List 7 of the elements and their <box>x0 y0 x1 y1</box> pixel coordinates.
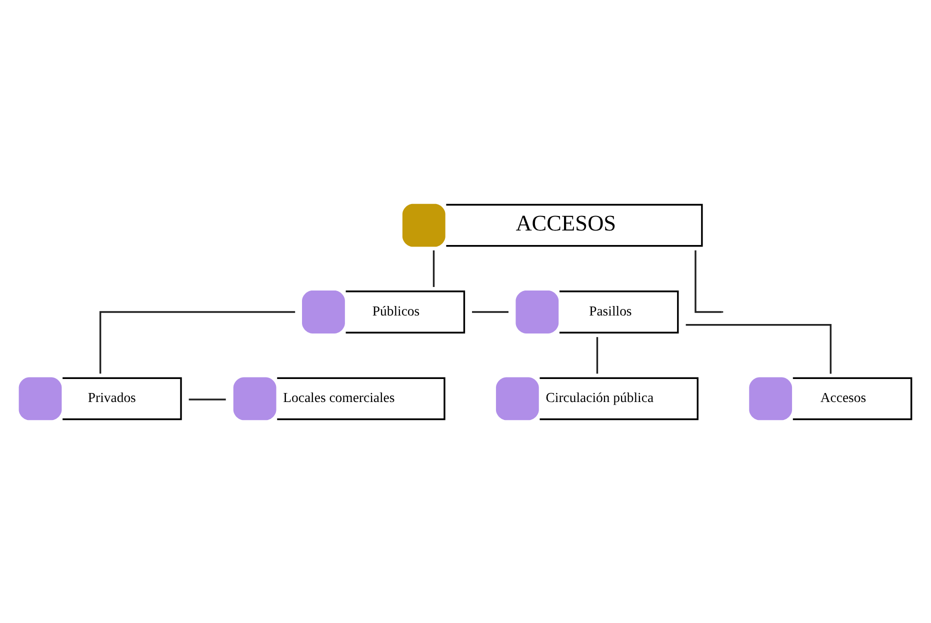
connector <box>472 310 508 312</box>
connector <box>99 310 296 374</box>
connector <box>188 398 226 400</box>
connector <box>686 324 832 374</box>
connector <box>596 336 598 374</box>
connector <box>432 250 435 286</box>
connector <box>694 250 722 312</box>
